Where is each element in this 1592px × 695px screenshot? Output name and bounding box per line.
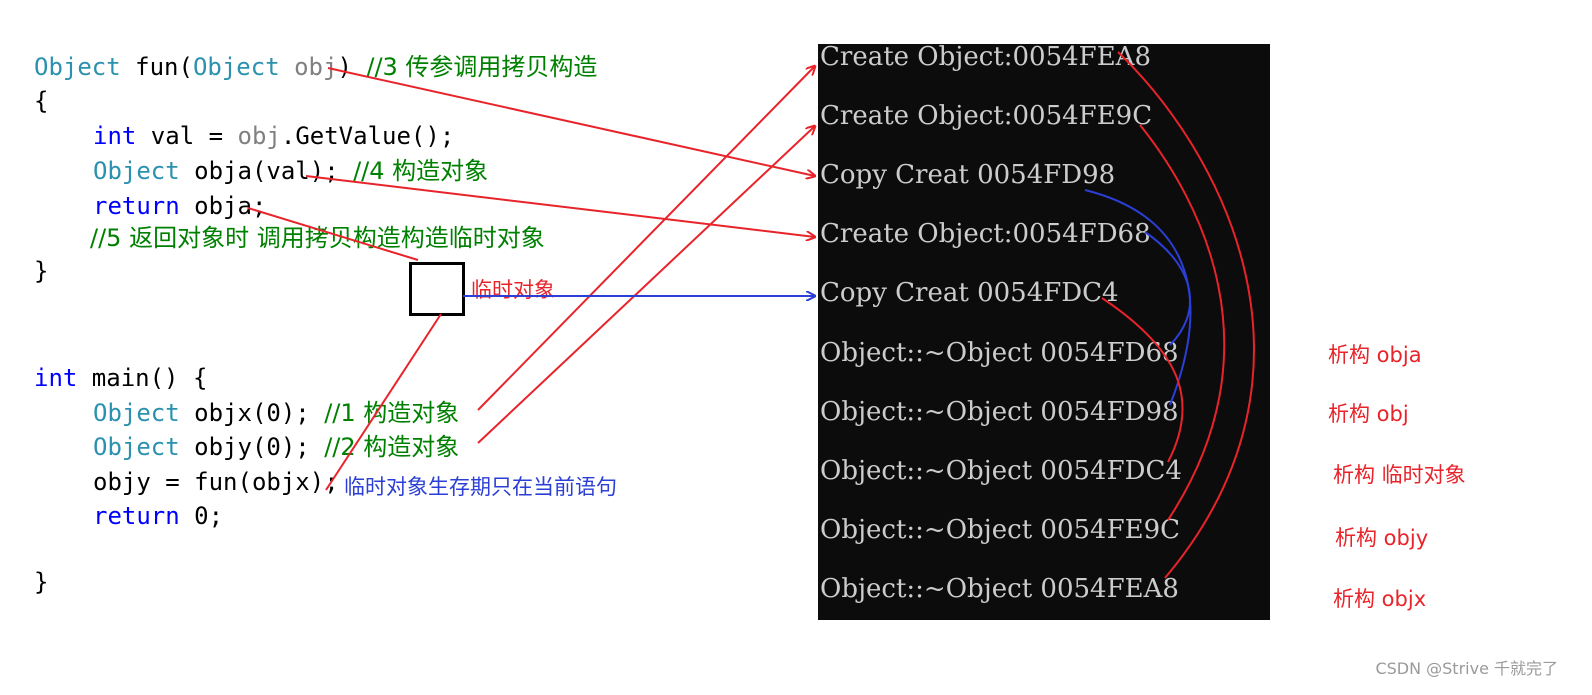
destruct-obja-label: 析构 obja [1328, 343, 1422, 367]
console-line: Copy Creat 0054FD98 [820, 160, 1116, 190]
console-line: Create Object:0054FEA8 [820, 42, 1151, 72]
console-line: Object::~Object 0054FE9C [820, 515, 1181, 545]
arrow-obja-create [305, 175, 815, 237]
arrow-objx-create [477, 66, 815, 411]
code-text: obja(val); [179, 157, 354, 185]
curve-fd98 [1084, 189, 1192, 406]
code-text: 0; [179, 502, 224, 530]
console-line: Copy Creat 0054FDC4 [820, 278, 1119, 308]
code-comment: //2 构造对象 [324, 433, 460, 461]
code-text: objy(0); [179, 433, 325, 461]
code-keyword: return [93, 192, 180, 220]
destruct-objy-label: 析构 objy [1335, 526, 1429, 550]
code-comment: //1 构造对象 [324, 399, 460, 427]
temp-object-box [409, 262, 465, 316]
code-line-val: int val = obj.GetValue(); [93, 121, 454, 151]
code-comment: //4 构造对象 [353, 157, 489, 185]
code-text: val = [136, 122, 238, 150]
code-line-obja: Object obja(val); //4 构造对象 [93, 156, 488, 186]
console-line: Object::~Object 0054FD98 [820, 397, 1179, 427]
line-temp-assign [325, 313, 442, 491]
console-line: Object::~Object 0054FEA8 [820, 574, 1179, 604]
code-main-signature: int main() { [34, 363, 207, 393]
code-open-brace: { [34, 87, 49, 115]
destruct-temp-label: 析构 临时对象 [1333, 463, 1466, 487]
code-line-return-0: return 0; [93, 501, 223, 531]
code-type: Object [34, 53, 121, 81]
code-comment: //3 传参调用拷贝构造 [366, 53, 598, 81]
console-line: Create Object:0054FE9C [820, 101, 1153, 131]
code-type: Object [192, 53, 280, 81]
console-line: Object::~Object 0054FDC4 [820, 456, 1182, 486]
watermark: CSDN @Strive 千就完了 [1375, 659, 1558, 678]
code-text: fun( [120, 53, 193, 81]
arrow-objy-create [477, 126, 815, 444]
temp-object-label: 临时对象 [471, 278, 555, 302]
code-close-brace-main: } [34, 568, 49, 596]
curve-fea8 [1117, 51, 1255, 579]
code-line-return-obja: return obja; [93, 191, 266, 221]
code-keyword: int [93, 122, 137, 150]
code-text: objx(0); [179, 399, 325, 427]
code-line-objy: Object objy(0); //2 构造对象 [93, 432, 459, 462]
code-line-objx: Object objx(0); //1 构造对象 [93, 398, 459, 428]
code-type: Object [93, 433, 180, 461]
code-keyword: return [93, 502, 180, 530]
console-window [818, 44, 1270, 620]
temp-lifetime-note: 临时对象生存期只在当前语句 [344, 475, 617, 499]
code-keyword: int [34, 364, 78, 392]
code-param: obj [237, 122, 281, 150]
curve-fe9c [1139, 124, 1226, 521]
console-line: Create Object:0054FD68 [820, 219, 1151, 249]
code-text: ) [337, 53, 367, 81]
arrow-param-copy [327, 67, 815, 176]
code-text: main() { [77, 364, 208, 392]
curve-fd68 [1144, 231, 1191, 346]
curve-fdc4 [1101, 297, 1184, 463]
code-close-brace: } [34, 257, 49, 285]
code-type: Object [93, 399, 180, 427]
code-type: Object [93, 157, 180, 185]
code-text: .GetValue(); [280, 122, 455, 150]
code-fun-signature: Object fun(Object obj) //3 传参调用拷贝构造 [34, 52, 597, 82]
code-line-assign: objy = fun(objx); [93, 468, 339, 496]
code-comment-5: //5 返回对象时 调用拷贝构造构造临时对象 [90, 224, 545, 252]
destruct-obj-label: 析构 obj [1328, 402, 1409, 426]
arrow-return-temp [247, 207, 419, 261]
code-param: obj [279, 53, 338, 81]
destruct-objx-label: 析构 objx [1333, 587, 1427, 611]
code-text: obja; [179, 192, 267, 220]
